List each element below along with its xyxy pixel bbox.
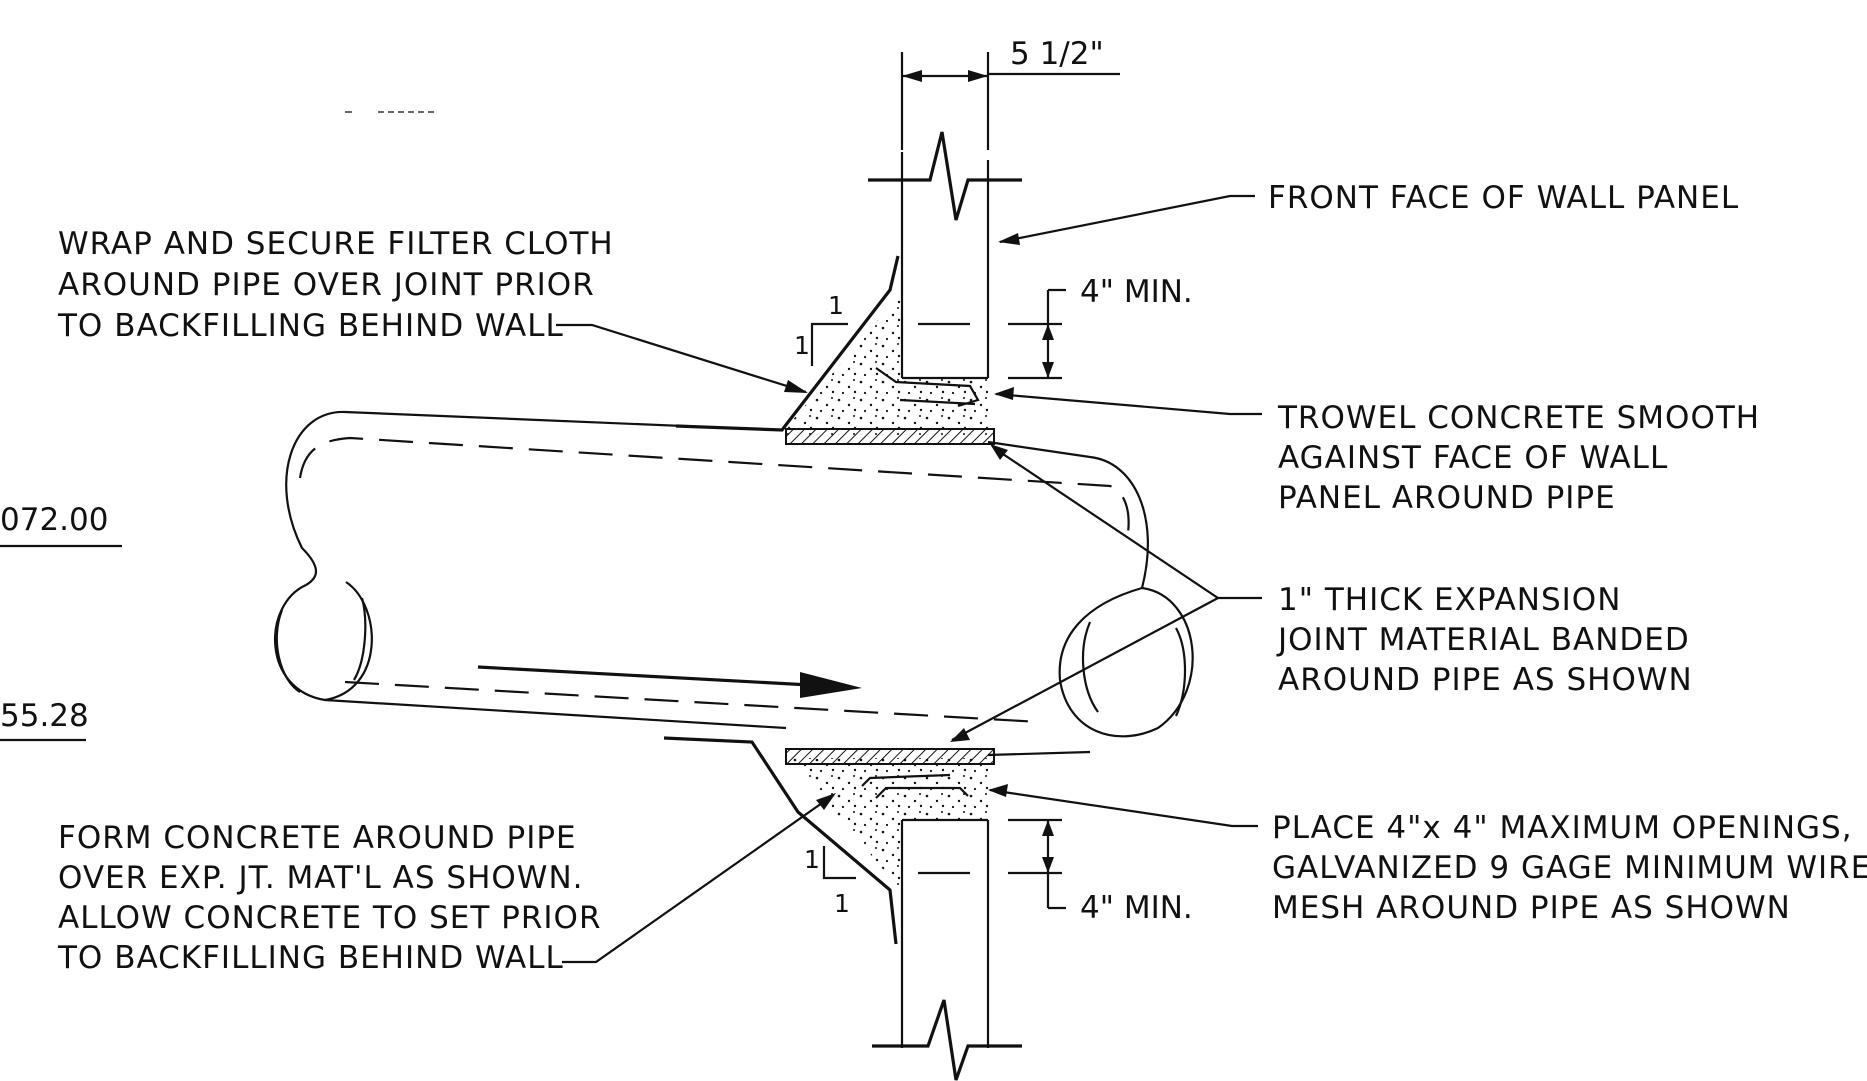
flow-arrow-icon <box>800 672 862 698</box>
break-line-top <box>868 131 1022 221</box>
callout-trowel: TROWEL CONCRETE SMOOTH AGAINST FACE OF W… <box>994 387 1760 516</box>
svg-text:AGAINST FACE OF WALL: AGAINST FACE OF WALL <box>1278 440 1668 476</box>
svg-text:AROUND PIPE AS SHOWN: AROUND PIPE AS SHOWN <box>1278 662 1693 698</box>
svg-text:PLACE 4"x 4" MAXIMUM OPENINGS,: PLACE 4"x 4" MAXIMUM OPENINGS, <box>1272 810 1853 846</box>
expansion-joint-bottom <box>785 748 995 765</box>
svg-text:FORM CONCRETE AROUND PIPE: FORM CONCRETE AROUND PIPE <box>58 820 577 856</box>
svg-text:55.28: 55.28 <box>0 698 89 734</box>
pipe <box>273 410 1194 757</box>
svg-text:1: 1 <box>834 889 850 918</box>
svg-text:FRONT FACE OF WALL PANEL: FRONT FACE OF WALL PANEL <box>1268 180 1739 216</box>
svg-text:ALLOW CONCRETE TO SET PRIOR: ALLOW CONCRETE TO SET PRIOR <box>58 900 602 936</box>
concrete-collar-bottom <box>663 736 988 945</box>
dimension-bottom-clearance: 4" MIN. <box>1008 818 1193 926</box>
svg-text:1" THICK EXPANSION: 1" THICK EXPANSION <box>1278 582 1621 618</box>
svg-text:TO BACKFILLING BEHIND WALL: TO BACKFILLING BEHIND WALL <box>57 308 564 344</box>
top-clearance-label: 4" MIN. <box>1080 274 1193 310</box>
bottom-clearance-label: 4" MIN. <box>1080 890 1193 926</box>
expansion-joint-top <box>785 428 995 445</box>
svg-text:OVER EXP. JT. MAT'L AS SHOWN.: OVER EXP. JT. MAT'L AS SHOWN. <box>58 860 584 896</box>
svg-text:TO BACKFILLING BEHIND WALL: TO BACKFILLING BEHIND WALL <box>57 940 564 976</box>
svg-text:1: 1 <box>804 845 820 874</box>
svg-text:TROWEL CONCRETE SMOOTH: TROWEL CONCRETE SMOOTH <box>1277 400 1760 436</box>
wall-panel <box>868 131 1022 1081</box>
svg-text:JOINT MATERIAL BANDED: JOINT MATERIAL BANDED <box>1276 622 1690 658</box>
dimension-wall-thickness: 5 1/2" <box>900 36 1120 150</box>
elevation-upper: 072.00 <box>0 502 122 548</box>
callout-wire-mesh: PLACE 4"x 4" MAXIMUM OPENINGS, GALVANIZE… <box>988 784 1867 926</box>
break-line-bottom <box>872 999 1022 1081</box>
svg-text:MESH AROUND PIPE AS SHOWN: MESH AROUND PIPE AS SHOWN <box>1272 890 1791 926</box>
concrete-collar-top <box>675 255 988 435</box>
callout-filter-cloth: WRAP AND SECURE FILTER CLOTH AROUND PIPE… <box>57 226 808 394</box>
slope-indicator-bottom: 1 1 <box>804 845 856 918</box>
svg-text:AROUND PIPE OVER JOINT PRIOR: AROUND PIPE OVER JOINT PRIOR <box>58 267 595 303</box>
dimension-top-clearance: 4" MIN. <box>1008 274 1193 380</box>
slope-indicator-top: 1 1 <box>794 291 848 366</box>
svg-text:1: 1 <box>794 331 810 360</box>
svg-text:GALVANIZED 9 GAGE MINIMUM WIRE: GALVANIZED 9 GAGE MINIMUM WIRE <box>1272 850 1867 886</box>
callout-expansion-joint: 1" THICK EXPANSION JOINT MATERIAL BANDED… <box>950 444 1693 742</box>
wall-thickness-label: 5 1/2" <box>1010 36 1104 72</box>
callout-form-concrete: FORM CONCRETE AROUND PIPE OVER EXP. JT. … <box>57 793 836 976</box>
svg-text:072.00: 072.00 <box>0 502 108 538</box>
svg-text:1: 1 <box>828 291 844 320</box>
svg-text:PANEL AROUND PIPE: PANEL AROUND PIPE <box>1278 480 1616 516</box>
elevation-lower: 55.28 <box>0 698 89 742</box>
svg-text:WRAP AND SECURE FILTER CLOTH: WRAP AND SECURE FILTER CLOTH <box>58 226 614 262</box>
callout-front-face: FRONT FACE OF WALL PANEL <box>998 180 1739 245</box>
